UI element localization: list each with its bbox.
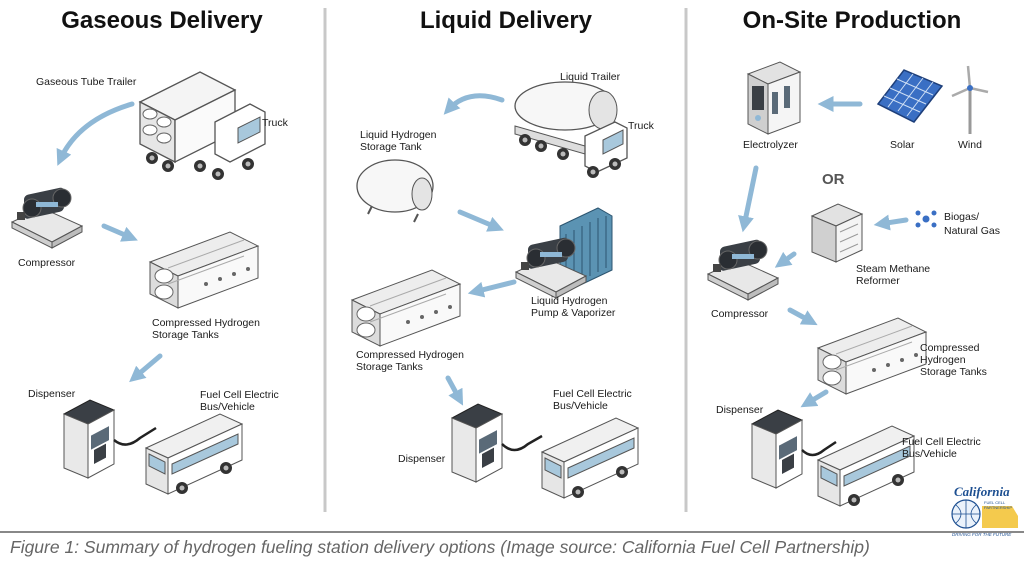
caption-divider	[0, 531, 1024, 533]
bus-icon	[541, 417, 639, 499]
arrow	[129, 353, 163, 383]
compressed-hydrogen-storage-tanks-icon	[149, 231, 259, 309]
liquid-trailer-truck	[514, 81, 628, 179]
svg-text:California: California	[954, 484, 1010, 499]
label-liquid-hydrogen: Liquid Hydrogen	[531, 295, 608, 307]
label-gaseous-tube-trailer: Gaseous Tube Trailer	[36, 76, 137, 88]
label-pump-vaporizer: Pump & Vaporizer	[531, 307, 616, 319]
dispenser-icon	[451, 403, 503, 483]
biogas-natural-gas-icon	[915, 210, 937, 228]
bus-icon	[145, 413, 243, 495]
arrow	[56, 101, 135, 166]
label-steam-methane: Steam Methane	[856, 263, 930, 275]
label-solar: Solar	[890, 139, 915, 151]
label-compressor: Compressor	[18, 257, 76, 269]
electrolyzer-icon	[746, 61, 802, 135]
gaseous-tube-trailer-truck	[139, 71, 266, 181]
compressed-hydrogen-storage-tanks-icon	[817, 317, 927, 395]
label-electrolyzer: Electrolyzer	[743, 139, 798, 151]
label-storage-tank: Storage Tank	[360, 141, 422, 153]
label-wind: Wind	[958, 139, 982, 151]
arrow	[800, 389, 829, 408]
label-compressed-hydrogen: Compressed Hydrogen	[356, 349, 464, 361]
arrow	[101, 223, 138, 242]
bus-icon	[817, 425, 915, 507]
label-storage-tanks: Storage Tanks	[152, 329, 219, 341]
compressor-icon	[707, 238, 779, 301]
arrow	[787, 307, 818, 326]
arrow	[457, 209, 504, 232]
label-biogas: Biogas/	[944, 211, 979, 223]
label-bus-vehicle: Bus/Vehicle	[553, 400, 608, 412]
fuel-hose	[501, 434, 543, 452]
figure-caption: Figure 1: Summary of hydrogen fueling st…	[10, 537, 870, 557]
arrow	[467, 279, 517, 298]
arrow	[443, 93, 505, 115]
california-fuel-cell-partnership-logo: California FUEL CELL PARTNERSHIP DRIVING…	[951, 484, 1018, 537]
label-fuel-cell-electric: Fuel Cell Electric	[553, 388, 632, 400]
label-dispenser: Dispenser	[716, 404, 764, 416]
label-dispenser: Dispenser	[398, 453, 446, 465]
arrow	[738, 165, 759, 233]
label-fuel-cell-electric: Fuel Cell Electric	[200, 389, 279, 401]
label-compressed-hydrogen: Compressed Hydrogen	[152, 317, 260, 329]
steam-methane-reformer-icon	[810, 203, 864, 263]
liquid-hydrogen-storage-tank-icon	[356, 159, 434, 223]
fuel-hose	[113, 426, 157, 446]
label-truck: Truck	[628, 120, 655, 132]
compressed-hydrogen-storage-tanks-icon	[351, 269, 461, 347]
label-liquid-hydrogen: Liquid Hydrogen	[360, 129, 437, 141]
label-bus-vehicle: Bus/Vehicle	[902, 448, 957, 460]
svg-text:DRIVING FOR THE FUTURE: DRIVING FOR THE FUTURE	[952, 532, 1012, 537]
svg-text:PARTNERSHIP: PARTNERSHIP	[984, 505, 1012, 510]
label-storage-tanks: Storage Tanks	[920, 366, 987, 378]
label-fuel-cell-electric: Fuel Cell Electric	[902, 436, 981, 448]
label-natural-gas: Natural Gas	[944, 225, 1000, 237]
label-hydrogen: Hydrogen	[920, 354, 966, 366]
arrow	[445, 375, 464, 406]
label-liquid-trailer: Liquid Trailer	[560, 71, 621, 83]
label-dispenser: Dispenser	[28, 388, 76, 400]
wind-turbine-icon	[951, 65, 989, 134]
dispenser-icon	[751, 409, 803, 489]
label-truck: Truck	[262, 117, 289, 129]
label-or: OR	[822, 171, 845, 188]
label-compressed: Compressed	[920, 342, 980, 354]
heading-on-site-production: On-Site Production	[743, 7, 962, 34]
label-compressor: Compressor	[711, 308, 769, 320]
compressor-icon	[11, 186, 83, 249]
arrow	[873, 214, 909, 231]
label-storage-tanks: Storage Tanks	[356, 361, 423, 373]
dispenser-icon	[63, 399, 115, 479]
heading-gaseous-delivery: Gaseous Delivery	[61, 7, 263, 34]
fuel-hose	[801, 440, 837, 457]
liquid-hydrogen-pump-vaporizer-icon	[515, 207, 613, 299]
svg-text:FUEL CELL: FUEL CELL	[984, 500, 1006, 505]
label-bus-vehicle: Bus/Vehicle	[200, 401, 255, 413]
heading-liquid-delivery: Liquid Delivery	[420, 7, 593, 34]
solar-panel-icon	[876, 69, 944, 123]
arrow	[774, 251, 797, 268]
label-reformer: Reformer	[856, 275, 900, 287]
